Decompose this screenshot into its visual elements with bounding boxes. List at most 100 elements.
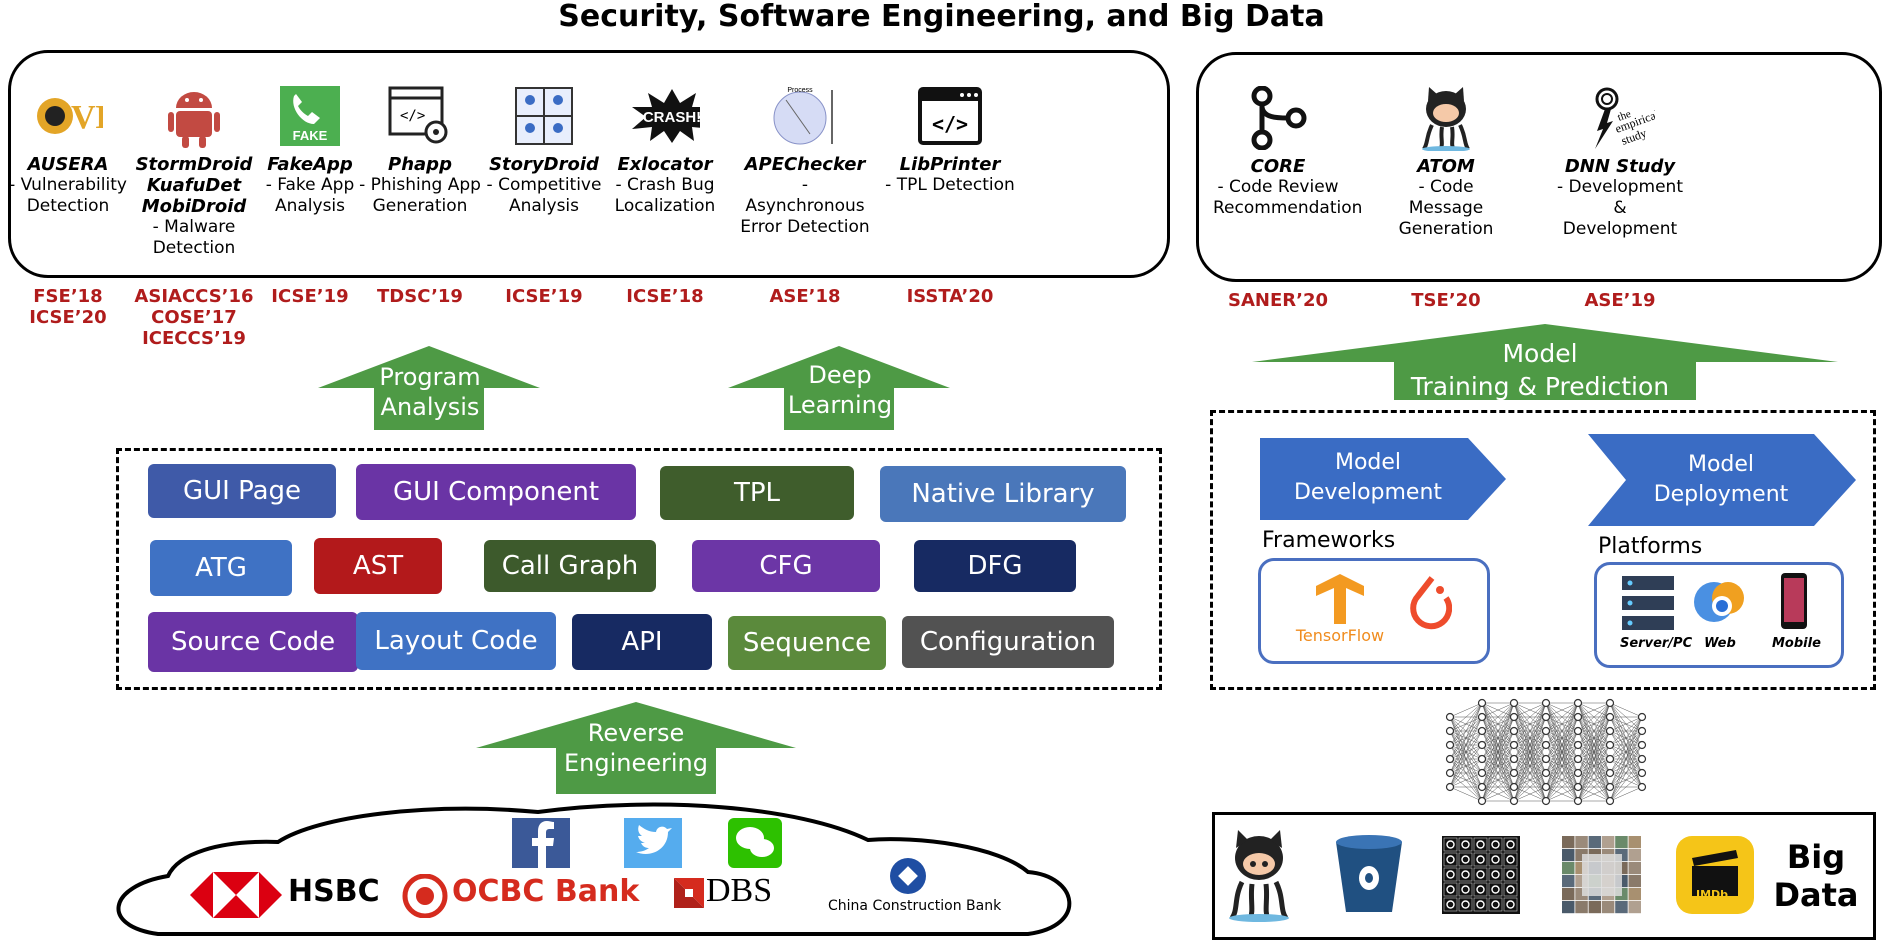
pytorch-icon <box>1410 576 1452 630</box>
process-diagram-icon: Process <box>770 84 840 148</box>
imdb-label: IMDb <box>1696 888 1729 901</box>
ocbc-logo-icon <box>402 874 448 918</box>
svg-text:</>: </> <box>400 108 425 124</box>
venue-label: ICSE’18 <box>626 286 704 307</box>
tool-name: AUSERA <box>27 154 109 175</box>
crash-icon: CRASH! <box>630 84 700 148</box>
venue-label: ASIACCS’16 COSE’17 ICECCS’19 <box>134 286 254 349</box>
tool-exlocator: CRASH! Exlocator- Crash Bug Localization <box>600 84 730 217</box>
deep-learning-arrow <box>728 346 950 430</box>
venue-label: ISSTA’20 <box>906 286 994 307</box>
feature-layout-code: Layout Code <box>356 612 556 670</box>
tool-name: ATOM <box>1417 156 1475 177</box>
tool-description: - Code Message Generation <box>1398 177 1494 239</box>
tensorflow-label: TensorFlow <box>1295 626 1385 645</box>
svg-text:CRASH!: CRASH! <box>643 109 700 126</box>
tool-description: - Development & Development <box>1557 177 1683 239</box>
mobile-phone-icon <box>1781 573 1807 629</box>
feature-atg: ATG <box>150 540 292 596</box>
tool-name: StormDroid KuafuDet MobiDroid <box>135 154 253 217</box>
feature-gui-page: GUI Page <box>148 464 336 518</box>
deep-learning-label: Deep Learning <box>787 361 893 419</box>
venue-label: ICSE’19 <box>271 286 349 307</box>
svg-text:Process: Process <box>787 87 813 94</box>
feature-cfg: CFG <box>692 540 880 592</box>
feature-sequence: Sequence <box>728 616 886 670</box>
mnist-digits-icon <box>1442 836 1520 914</box>
tool-core: CORE- Code Review Recommendation <box>1213 86 1363 219</box>
cifar-images-icon <box>1562 836 1641 914</box>
tool-atom: ATOM- Code Message Generation <box>1381 86 1511 240</box>
model-development-chevron <box>1260 438 1506 520</box>
feature-api: API <box>572 614 712 670</box>
tool-description: - Phishing App Generation <box>359 175 481 216</box>
code-gear-icon: </> <box>385 84 455 148</box>
cve-logo-icon: VE <box>33 84 103 148</box>
features-container <box>116 448 1162 690</box>
ccb-logo-icon <box>890 858 926 894</box>
tool-description: - Code Review Recommendation <box>1213 177 1363 218</box>
github-octocat-icon <box>1229 830 1289 922</box>
page-title: Security, Software Engineering, and Big … <box>558 0 1325 34</box>
imdb-icon <box>1676 836 1754 914</box>
big-data-label: Big Data <box>1773 838 1859 914</box>
model-training-arrow <box>1252 324 1838 400</box>
venue-label: SANER’20 <box>1227 290 1328 311</box>
venue-label: ASE’19 <box>1584 290 1656 311</box>
platform-label: Server/PC <box>1620 636 1693 651</box>
hsbc-label: HSBC <box>288 874 380 909</box>
tool-description: - Competitive Analysis <box>486 175 602 216</box>
tool-name: StoryDroid <box>489 154 599 175</box>
feature-tpl: TPL <box>660 466 854 520</box>
feature-gui-component: GUI Component <box>356 464 636 520</box>
dbs-label: DBS <box>706 872 773 909</box>
feature-dfg: DFG <box>914 540 1076 592</box>
tool-name: Phapp <box>388 154 452 175</box>
svg-text:FAKE: FAKE <box>293 128 328 143</box>
feature-call-graph: Call Graph <box>484 540 656 592</box>
tool-description: - Crash Bug Localization <box>614 175 716 216</box>
android-icon <box>159 84 229 148</box>
tool-stormdroid: StormDroid KuafuDet MobiDroid- Malware D… <box>129 84 259 259</box>
tool-description: - Asynchronous Error Detection <box>740 175 870 237</box>
svg-text:</>: </> <box>932 112 968 136</box>
ocbc-label: OCBC Bank <box>452 874 640 909</box>
model-deployment-label: Model Deployment <box>1653 452 1789 507</box>
se-tools-panel <box>1196 52 1882 282</box>
bitbucket-icon <box>1336 835 1402 912</box>
server-icon <box>1622 576 1674 630</box>
venue-label: TSE’20 <box>1411 290 1481 311</box>
tool-name: LibPrinter <box>899 154 1001 175</box>
fake-phone-icon: FAKE <box>275 84 345 148</box>
venue-label: ICSE’19 <box>505 286 583 307</box>
web-browser-icon <box>1694 582 1744 622</box>
tool-description: - Fake App Analysis <box>265 175 355 216</box>
tool-description: - TPL Detection <box>885 175 1015 195</box>
model-training-label: Model Training & Prediction <box>1410 339 1670 401</box>
tensorflow-icon <box>1316 574 1364 624</box>
feature-configuration: Configuration <box>902 616 1114 668</box>
dbs-logo-icon <box>674 878 704 908</box>
venue-label: ASE’18 <box>769 286 841 307</box>
platforms-label: Platforms <box>1598 534 1703 559</box>
frameworks-box <box>1258 558 1490 664</box>
tool-ausera: VEAUSERA- Vulnerability Detection <box>3 84 133 217</box>
big-data-box <box>1212 812 1876 940</box>
octocat-icon <box>1411 86 1481 151</box>
program-analysis-label: Program Analysis <box>379 363 481 421</box>
model-development-label: Model Development <box>1293 450 1443 505</box>
app-cloud-shape <box>116 802 1072 936</box>
wechat-icon <box>728 818 782 868</box>
tool-libprinter: </> LibPrinter- TPL Detection <box>885 84 1015 196</box>
ccb-label: China Construction Bank <box>828 898 1002 914</box>
feature-source-code: Source Code <box>148 612 358 672</box>
venue-label: TDSC’19 <box>377 286 463 307</box>
svg-text:the: the <box>1616 108 1633 124</box>
tool-storydroid: StoryDroid- Competitive Analysis <box>479 84 609 217</box>
storyboard-icon <box>509 84 579 148</box>
twitter-icon <box>624 818 682 868</box>
tool-name: Exlocator <box>617 154 713 175</box>
feature-ast: AST <box>314 538 442 594</box>
